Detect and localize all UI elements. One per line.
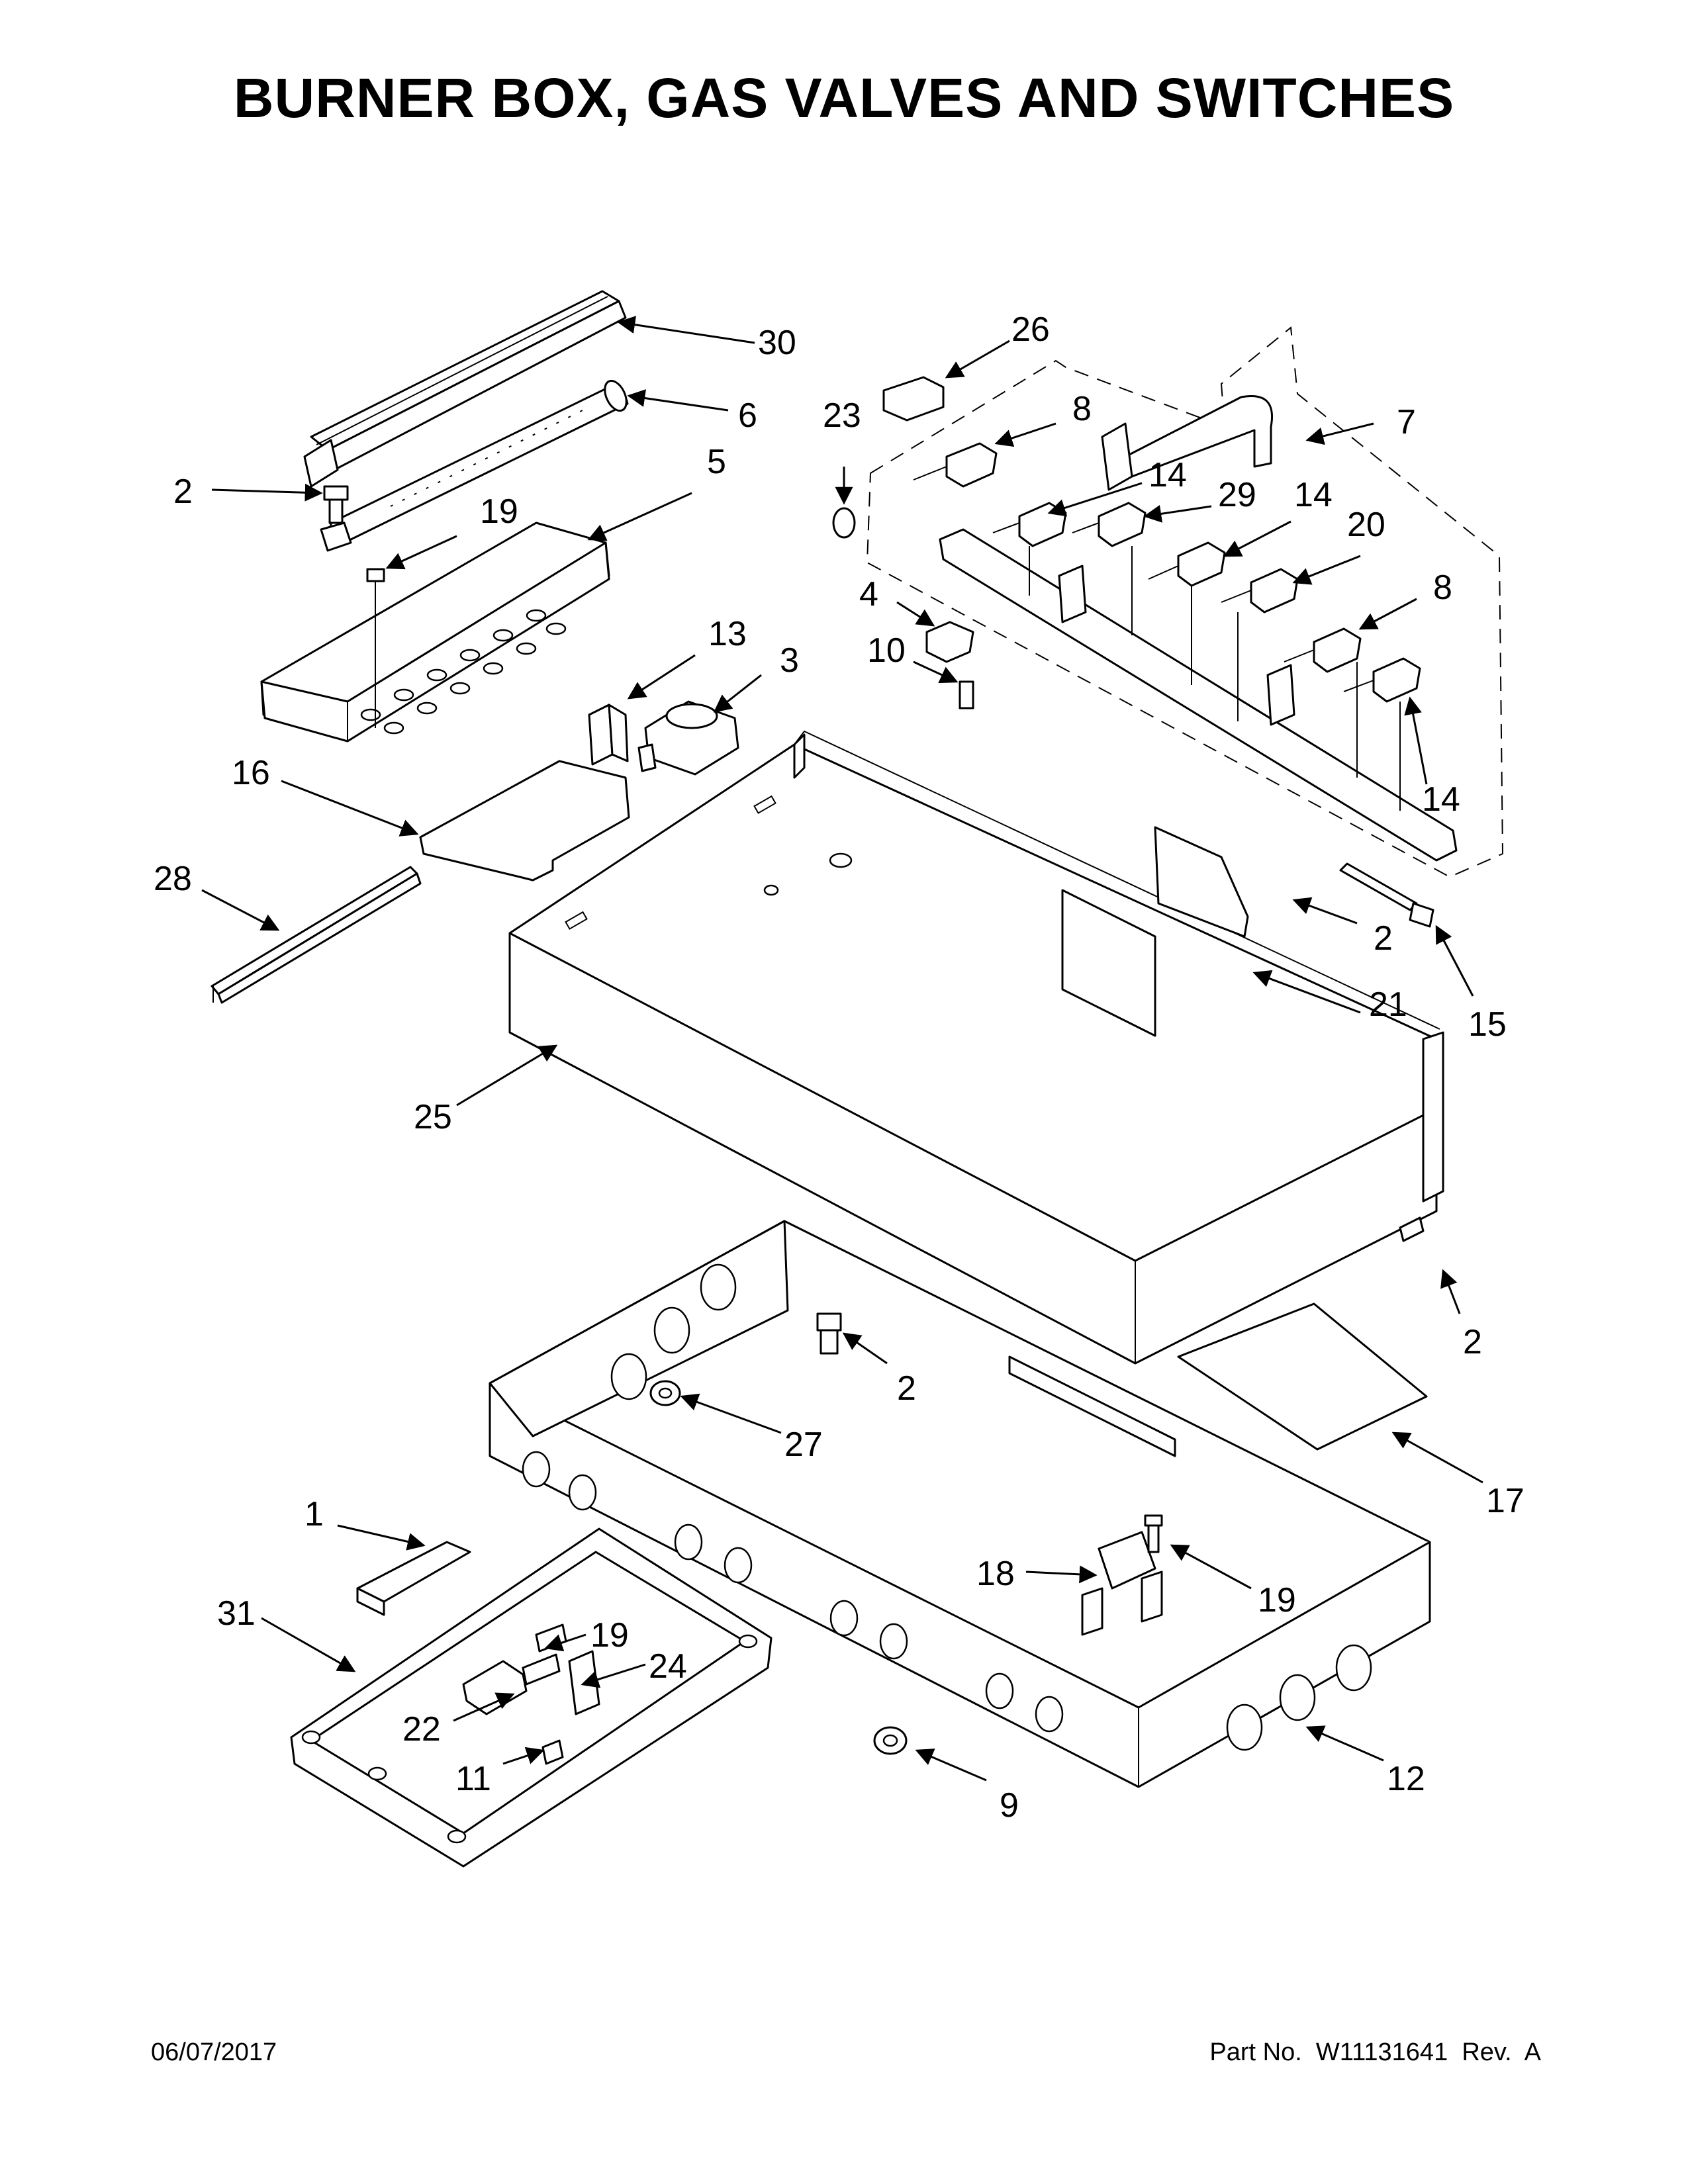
part-base-pan [489, 1220, 1431, 1788]
footer-date: 06/07/2017 [151, 2038, 277, 2066]
callout-6: 6 [738, 396, 757, 435]
callout-21: 21 [1369, 985, 1407, 1024]
part-screw [1399, 1216, 1425, 1242]
part-gas-valve [913, 442, 998, 488]
callout-2: 2 [1463, 1323, 1482, 1361]
part-burner-tube [320, 379, 629, 552]
callout-1: 1 [305, 1495, 324, 1533]
callout-22: 22 [402, 1710, 441, 1749]
footer-part-number: Part No. W11131641 Rev. A [1209, 2038, 1541, 2066]
part-clamp [925, 621, 974, 663]
callout-28: 28 [154, 860, 192, 898]
callout-27: 27 [784, 1426, 823, 1464]
callout-24: 24 [649, 1647, 687, 1686]
callout-4: 4 [859, 575, 878, 614]
callout-leaders [201, 316, 1483, 1782]
part-switch-housing [290, 1527, 773, 1868]
callout-2: 2 [1374, 919, 1393, 958]
part-screw [1144, 1514, 1163, 1553]
callout-14: 14 [1149, 456, 1187, 494]
callout-11: 11 [455, 1760, 491, 1798]
callout-14: 14 [1294, 476, 1333, 514]
callout-19: 19 [480, 492, 518, 531]
part-trim-strip [211, 866, 422, 1004]
part-seal-disc [832, 507, 856, 539]
callout-10: 10 [867, 631, 906, 670]
callout-8: 8 [1072, 390, 1092, 428]
callout-18: 18 [976, 1555, 1015, 1593]
callout-29: 29 [1218, 476, 1256, 514]
part-gas-valve [1284, 627, 1362, 778]
part-gas-valve [1343, 657, 1421, 811]
callout-15: 15 [1468, 1005, 1507, 1044]
callout-3: 3 [780, 641, 799, 680]
part-grommet [649, 1380, 681, 1406]
callout-20: 20 [1347, 506, 1385, 544]
part-cover-plate [1177, 1302, 1428, 1451]
callout-13: 13 [708, 615, 747, 653]
part-screw [959, 680, 974, 709]
part-switch-plate [1154, 826, 1249, 938]
part-screw [366, 568, 385, 728]
callout-16: 16 [232, 754, 270, 792]
callout-31: 31 [217, 1594, 256, 1633]
callout-23: 23 [823, 396, 861, 435]
callout-7: 7 [1397, 403, 1416, 441]
callout-30: 30 [758, 324, 796, 362]
page-title: BURNER BOX, GAS VALVES AND SWITCHES [233, 67, 1455, 129]
part-gasket-frame [356, 1541, 471, 1616]
part-mounting-bracket [1081, 1531, 1163, 1636]
part-manifold-assembly [866, 326, 1504, 878]
part-screw [816, 1312, 842, 1355]
part-pressure-regulator [637, 700, 739, 776]
callout-9: 9 [1000, 1786, 1019, 1825]
part-bracket [588, 704, 629, 766]
callout-2: 2 [897, 1369, 916, 1408]
callout-12: 12 [1387, 1760, 1425, 1798]
part-burner-cover [303, 290, 627, 488]
callout-26: 26 [1011, 310, 1050, 349]
callout-14: 14 [1422, 780, 1460, 819]
callout-19: 19 [590, 1616, 629, 1655]
callout-labels: 30 6 2 5 19 26 23 8 7 14 29 14 20 4 10 8… [154, 310, 1524, 1825]
callout-19: 19 [1258, 1581, 1296, 1619]
callout-25: 25 [414, 1098, 452, 1136]
callout-2: 2 [173, 473, 193, 511]
callout-5: 5 [707, 443, 726, 481]
callout-8: 8 [1433, 569, 1452, 607]
part-gas-valve [1072, 502, 1147, 635]
part-bracket [882, 376, 945, 422]
callout-17: 17 [1486, 1482, 1524, 1520]
part-gas-valve [1221, 568, 1299, 721]
part-burner-box-housing [508, 730, 1444, 1365]
part-heat-shield [419, 760, 630, 882]
part-screw [323, 485, 349, 524]
part-knob-adapter [873, 1726, 908, 1755]
part-gas-valve [1148, 541, 1226, 685]
part-harness-tie [1339, 862, 1434, 928]
part-burner-box [260, 522, 610, 743]
